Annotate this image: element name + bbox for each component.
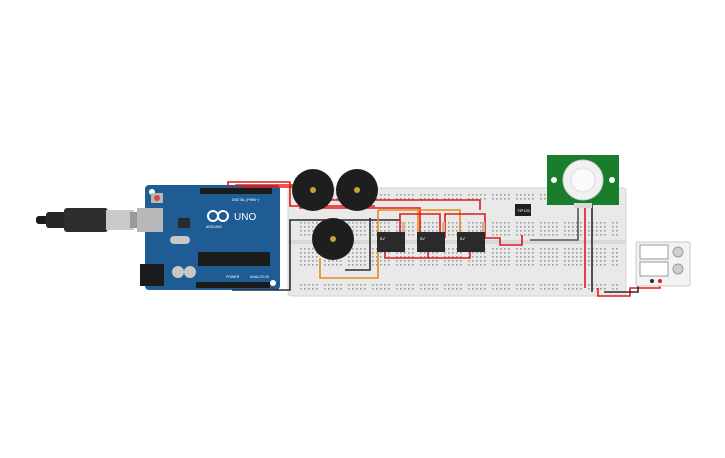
usb-port	[137, 208, 163, 232]
relay-label: 5V	[420, 236, 425, 241]
buzzer-1[interactable]	[292, 169, 334, 211]
knob-icon[interactable]	[672, 263, 684, 275]
buzzer-2[interactable]	[336, 169, 378, 211]
board-brand: UNO	[234, 212, 256, 223]
transistor[interactable]: TIP120	[515, 204, 531, 216]
usb-cable[interactable]	[36, 208, 148, 232]
wire-grey	[530, 205, 579, 241]
relay-1[interactable]: 5V	[377, 232, 405, 252]
power-label: POWER	[226, 275, 240, 279]
digital-label: DIGITAL (PWM~)	[232, 198, 259, 202]
wire-black	[232, 219, 400, 291]
power-supply[interactable]	[635, 241, 691, 287]
power-analog-header[interactable]	[196, 282, 270, 288]
relay-label: 5V	[460, 236, 465, 241]
analog-label: ANALOG IN	[250, 275, 270, 279]
buzzer-3[interactable]	[312, 218, 354, 260]
terminal-negative[interactable]	[650, 279, 654, 283]
relay-label: 5V	[380, 236, 385, 241]
relay-3[interactable]: 5V	[457, 232, 485, 252]
power-jack	[140, 264, 164, 286]
wire-red	[485, 235, 523, 246]
relay-2[interactable]: 5V	[417, 232, 445, 252]
capacitor-icon	[172, 266, 184, 278]
wire-orange	[418, 209, 461, 238]
terminal-positive[interactable]	[658, 279, 662, 283]
wire-black	[345, 218, 371, 271]
capacitor-icon	[184, 266, 196, 278]
knob-icon[interactable]	[672, 246, 684, 258]
logo-text: ARDUINO	[206, 225, 222, 229]
atmega-chip	[198, 252, 270, 266]
arduino-uno-board[interactable]: UNO ARDUINO DIGITAL (PWM~) POWER ANALOG …	[137, 185, 280, 290]
digital-header[interactable]	[200, 188, 272, 194]
wire-red	[399, 213, 441, 238]
transistor-label: TIP120	[517, 208, 531, 213]
pir-sensor[interactable]	[547, 155, 619, 208]
wire-red	[428, 250, 471, 259]
resistor[interactable]	[402, 222, 485, 232]
crystal-icon	[170, 236, 190, 244]
